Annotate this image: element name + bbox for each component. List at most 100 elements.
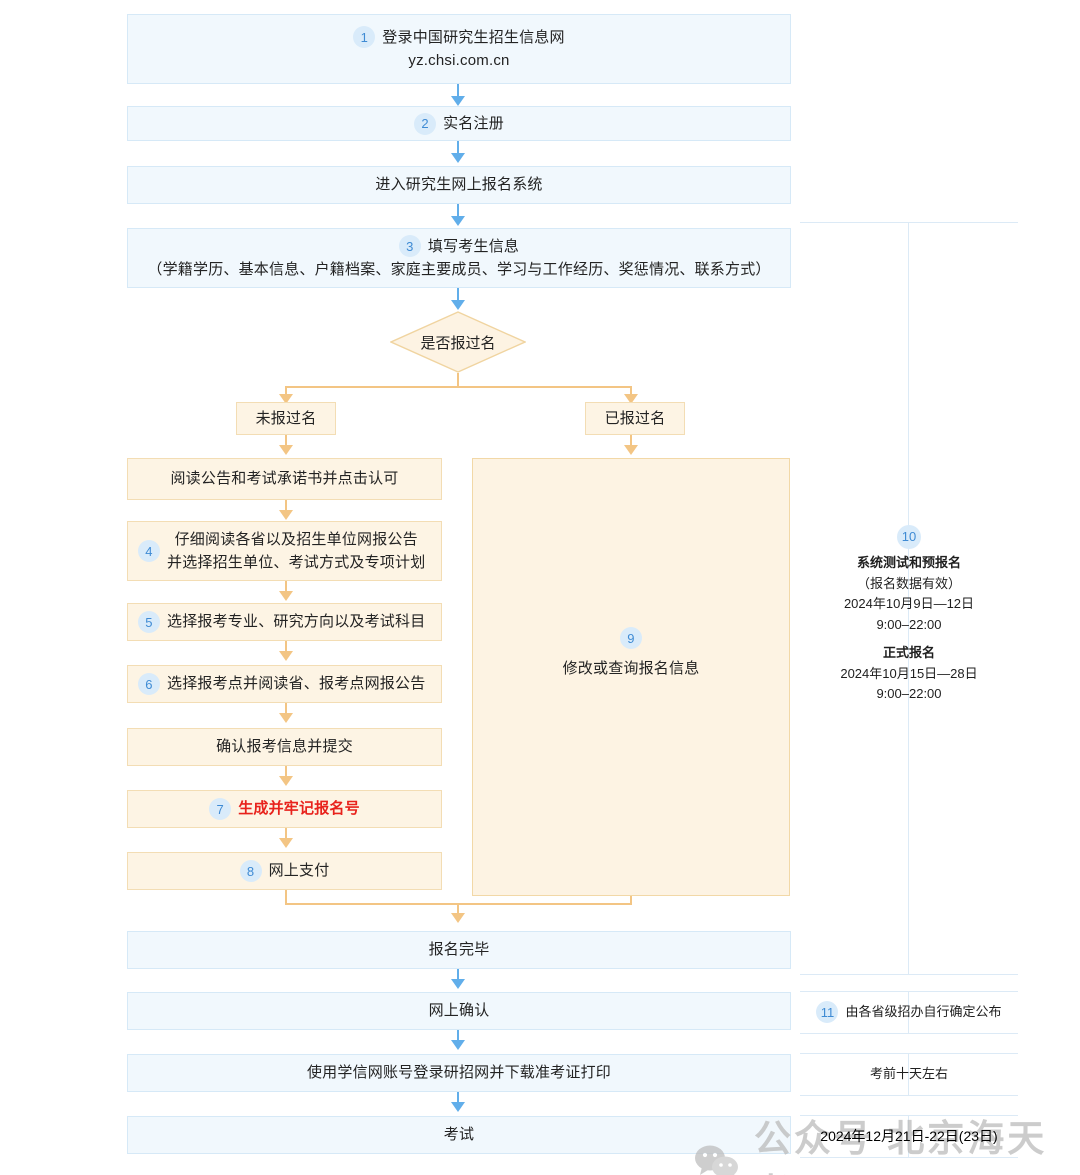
- grid-hline-exam-top: [800, 1115, 1018, 1116]
- badge-1: 1: [353, 26, 376, 49]
- node-branch-not-registered[interactable]: 未报过名: [236, 402, 336, 435]
- connector-2-system: [457, 141, 459, 155]
- badge-6: 6: [138, 673, 160, 695]
- connector-decision-down: [457, 373, 459, 387]
- schedule-ticket: 考前十天左右: [800, 1053, 1018, 1095]
- node-decision[interactable]: 是否报过名: [390, 311, 526, 373]
- arrow-confirm-ticket: [451, 1040, 465, 1050]
- node-step-8[interactable]: 8 网上支付: [127, 852, 442, 890]
- connector-5-6: [285, 641, 287, 653]
- connector-split-left: [285, 386, 287, 396]
- node-step-4-line2: 并选择招生单位、考试方式及专项计划: [167, 554, 426, 571]
- node-step-7-label: 生成并牢记报名号: [238, 800, 360, 818]
- connector-ticket-exam: [457, 1092, 459, 1104]
- schedule-registration-time2: 9:00–22:00: [876, 686, 942, 702]
- node-step-7[interactable]: 7 生成并牢记报名号: [127, 790, 442, 828]
- node-online-confirm[interactable]: 网上确认: [127, 992, 791, 1030]
- node-step-5[interactable]: 5 选择报考专业、研究方向以及考试科目: [127, 603, 442, 641]
- schedule-exam-label: 2024年12月21日-22日(23日): [820, 1127, 998, 1144]
- node-step-2[interactable]: 2 实名注册: [127, 106, 791, 141]
- schedule-confirm: 11 由各省级招办自行确定公布: [800, 991, 1018, 1033]
- node-step-9[interactable]: 9 修改或查询报名信息: [472, 458, 790, 896]
- grid-hline-ticket-bot: [800, 1095, 1018, 1096]
- grid-vline-ticket: [908, 1053, 909, 1095]
- arrow-ticket-exam: [451, 1102, 465, 1112]
- grid-vline-exam: [908, 1115, 909, 1157]
- node-step-1-line1: 登录中国研究生招生信息网: [382, 28, 565, 46]
- grid-hline-confirm-bot: [800, 1033, 1018, 1034]
- arrow-5-6: [279, 651, 293, 661]
- node-step-3-line2: （学籍学历、基本信息、户籍档案、家庭主要成员、学习与工作经历、奖惩情况、联系方式…: [147, 261, 771, 278]
- connector-confirm-ticket: [457, 1030, 459, 1042]
- arrow-4-5: [279, 591, 293, 601]
- arrow-2-system: [451, 153, 465, 163]
- node-registration-done[interactable]: 报名完毕: [127, 931, 791, 969]
- grid-hline-top: [800, 222, 1018, 223]
- node-read-announcement[interactable]: 阅读公告和考试承诺书并点击认可: [127, 458, 442, 500]
- connector-4-5: [285, 581, 287, 593]
- connector-merge-down: [457, 903, 459, 915]
- node-download-admission-ticket-label: 使用学信网账号登录研招网并下载准考证打印: [306, 1064, 611, 1082]
- connector-confirm-7: [285, 766, 287, 778]
- node-step-8-label: 网上支付: [268, 862, 330, 880]
- arrow-to-right-branch: [624, 394, 638, 404]
- node-enter-system-label: 进入研究生网上报名系统: [375, 176, 543, 194]
- connector-right-branch-down: [630, 435, 632, 447]
- connector-1-2: [457, 84, 459, 98]
- arrow-system-3: [451, 216, 465, 226]
- connector-system-3: [457, 204, 459, 218]
- connector-split-right: [630, 386, 632, 396]
- arrow-done-online-confirm: [451, 979, 465, 989]
- badge-8: 8: [239, 860, 262, 882]
- schedule-registration-date2: 2024年10月15日—28日: [840, 665, 978, 681]
- node-download-admission-ticket[interactable]: 使用学信网账号登录研招网并下载准考证打印: [127, 1054, 791, 1092]
- node-step-5-label: 选择报考专业、研究方向以及考试科目: [167, 613, 426, 631]
- badge-4: 4: [138, 540, 160, 562]
- arrow-to-left-branch: [279, 394, 293, 404]
- grid-hline-exam-bot: [800, 1157, 1018, 1158]
- badge-9: 9: [620, 627, 642, 649]
- arrow-a-4: [279, 510, 293, 520]
- node-step-4[interactable]: 4 仔细阅读各省以及招生单位网报公告 并选择招生单位、考试方式及专项计划: [127, 521, 442, 581]
- schedule-registration-title2: 正式报名: [882, 644, 935, 660]
- arrow-confirm-7: [279, 776, 293, 786]
- arrow-merge-done: [451, 913, 465, 923]
- node-branch-registered[interactable]: 已报过名: [585, 402, 685, 435]
- connector-split-horizontal: [285, 386, 632, 388]
- arrow-3-decision: [451, 300, 465, 310]
- connector-9-merge: [630, 896, 632, 904]
- node-step-3[interactable]: 3 填写考生信息 （学籍学历、基本信息、户籍档案、家庭主要成员、学习与工作经历、…: [127, 228, 791, 288]
- grid-hline-done: [800, 974, 1018, 975]
- node-step-1[interactable]: 1 登录中国研究生招生信息网 yz.chsi.com.cn: [127, 14, 791, 84]
- badge-7: 7: [209, 798, 232, 820]
- connector-3-decision: [457, 288, 459, 302]
- node-step-4-line1: 仔细阅读各省以及招生单位网报公告: [174, 530, 418, 548]
- schedule-exam: 2024年12月21日-22日(23日): [800, 1115, 1018, 1157]
- node-step-6[interactable]: 6 选择报考点并阅读省、报考点网报公告: [127, 665, 442, 703]
- node-enter-system[interactable]: 进入研究生网上报名系统: [127, 166, 791, 204]
- schedule-registration-title1: 系统测试和预报名: [856, 554, 961, 570]
- connector-done-online-confirm: [457, 969, 459, 981]
- schedule-registration-note1: （报名数据有效）: [856, 575, 961, 591]
- grid-vline-confirm: [908, 991, 909, 1033]
- badge-10: 10: [897, 524, 921, 549]
- schedule-registration-time1: 9:00–22:00: [876, 617, 942, 633]
- connector-8-merge: [285, 890, 287, 904]
- badge-5: 5: [138, 611, 160, 633]
- node-exam-label: 考试: [443, 1126, 475, 1144]
- node-exam[interactable]: 考试: [127, 1116, 791, 1154]
- arrow-right-branch-down: [624, 445, 638, 455]
- schedule-ticket-label: 考前十天左右: [869, 1065, 948, 1081]
- connector-6-confirm: [285, 703, 287, 715]
- schedule-confirm-label: 由各省级招办自行确定公布: [845, 1003, 1002, 1019]
- node-registration-done-label: 报名完毕: [428, 941, 490, 959]
- node-read-announcement-label: 阅读公告和考试承诺书并点击认可: [170, 470, 399, 488]
- grid-vline-center: [908, 222, 909, 975]
- node-confirm-submit[interactable]: 确认报考信息并提交: [127, 728, 442, 766]
- arrow-left-branch-down: [279, 445, 293, 455]
- node-branch-registered-label: 已报过名: [604, 409, 666, 427]
- node-step-3-line1: 填写考生信息: [427, 237, 520, 255]
- arrow-7-8: [279, 838, 293, 848]
- node-step-1-line2: yz.chsi.com.cn: [408, 52, 510, 69]
- connector-a-4: [285, 500, 287, 512]
